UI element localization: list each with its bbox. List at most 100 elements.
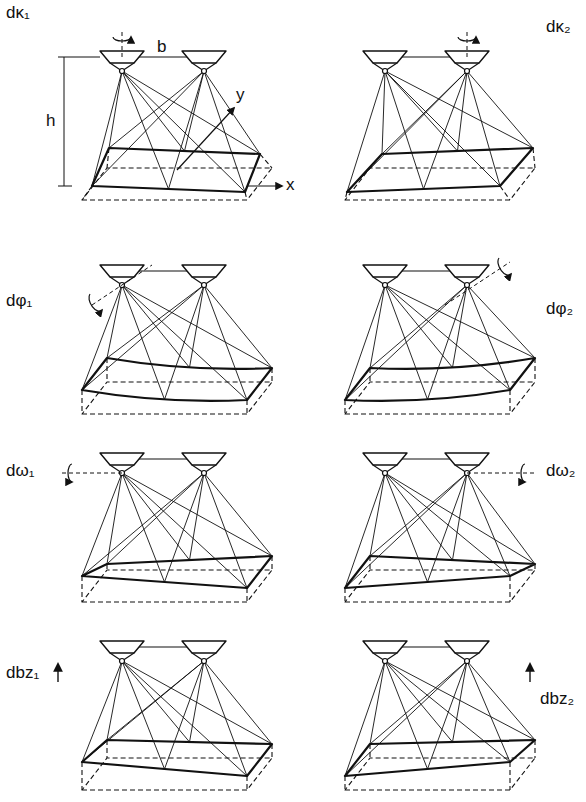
- height-label: h: [46, 112, 55, 131]
- projection-centre: [383, 283, 388, 288]
- rotation-arrow: [521, 464, 525, 482]
- dimension-line: [58, 186, 72, 187]
- projection-centre: [202, 659, 207, 664]
- deformed-model: [82, 556, 272, 588]
- ray-line: [122, 661, 165, 769]
- ray-line: [165, 661, 205, 769]
- ray-line: [370, 473, 467, 556]
- ray-line: [385, 473, 535, 564]
- ray-line: [453, 285, 468, 368]
- ray-line: [190, 285, 205, 368]
- deformed-model: [82, 740, 272, 776]
- axis-label: y: [236, 86, 245, 105]
- projection-centre: [383, 471, 388, 476]
- parameter-label: dφ₂: [546, 300, 573, 319]
- projection-centre: [465, 69, 470, 74]
- camera-symbol: [445, 265, 489, 277]
- ray-line: [345, 473, 385, 588]
- ray-line: [190, 661, 205, 742]
- camera-symbol: [100, 641, 144, 653]
- reference-model: [82, 382, 272, 414]
- rotation-arrow: [498, 258, 511, 275]
- ray-line: [385, 285, 535, 358]
- ray-line: [385, 71, 458, 151]
- ray-line: [467, 71, 500, 186]
- reference-model: [509, 762, 510, 790]
- reference-model: [245, 192, 247, 200]
- ray-line: [122, 71, 245, 192]
- projection-centre: [383, 659, 388, 664]
- ray-line: [107, 473, 204, 564]
- rotation-axis: [467, 29, 468, 57]
- ray-line: [107, 661, 122, 740]
- projection-centre: [465, 283, 470, 288]
- dimension-line: [64, 57, 65, 186]
- ray-line: [370, 661, 467, 744]
- ray-line: [165, 473, 205, 582]
- rotation-arrow: [458, 37, 476, 41]
- rotation-axis: [467, 473, 535, 474]
- reference-model: [344, 776, 345, 790]
- rotation-axis: [122, 29, 123, 57]
- ray-line: [169, 71, 205, 189]
- ray-line: [385, 71, 500, 186]
- deformed-model: [92, 148, 260, 192]
- parameter-label: dbz₁: [6, 664, 39, 683]
- camera-symbol: [445, 641, 489, 653]
- ray-line: [370, 473, 385, 556]
- dimension-line: [58, 57, 100, 58]
- camera-symbol: [182, 453, 226, 465]
- camera-symbol: [363, 265, 407, 277]
- reference-model: [260, 154, 272, 168]
- ray-line: [382, 71, 385, 154]
- reference-model: [534, 740, 535, 758]
- ray-line: [345, 661, 467, 776]
- ray-line: [345, 473, 467, 588]
- ray-line: [204, 473, 247, 588]
- shift-arrow: [529, 664, 530, 682]
- reference-model: [345, 168, 535, 200]
- ray-line: [345, 285, 467, 400]
- camera-symbol: [363, 453, 407, 465]
- axis-label: x: [286, 176, 295, 195]
- reference-model: [246, 588, 247, 602]
- ray-line: [424, 71, 468, 189]
- parameter-label: dbz₂: [540, 690, 574, 709]
- ray-line: [204, 71, 245, 192]
- ray-line: [458, 71, 468, 151]
- parameter-label: dω₁: [6, 462, 34, 481]
- ray-line: [190, 473, 205, 560]
- ray-line: [122, 71, 169, 189]
- deformed-model: [347, 148, 533, 192]
- ray-line: [467, 661, 510, 762]
- ray-line: [385, 661, 453, 742]
- ray-line: [467, 661, 535, 740]
- ray-line: [204, 71, 260, 154]
- ray-line: [345, 661, 385, 776]
- camera-symbol: [363, 51, 407, 63]
- ray-line: [204, 285, 247, 400]
- ray-line: [122, 473, 190, 560]
- ray-line: [107, 285, 122, 358]
- projection-centre: [383, 69, 388, 74]
- ray-line: [370, 285, 385, 368]
- camera-symbol: [182, 265, 226, 277]
- projection-centre: [120, 69, 125, 74]
- parameter-label: dκ₁: [6, 4, 30, 23]
- ray-line: [122, 71, 260, 154]
- ray-line: [345, 285, 385, 400]
- parameter-label: dω₂: [546, 462, 575, 481]
- projection-centre: [202, 283, 207, 288]
- ray-line: [185, 71, 205, 151]
- ray-line: [82, 661, 122, 762]
- reference-model: [246, 776, 247, 790]
- ray-line: [453, 473, 468, 560]
- camera-symbol: [363, 641, 407, 653]
- reference-model: [82, 186, 92, 200]
- ray-line: [467, 71, 533, 148]
- deformed-model: [345, 556, 535, 588]
- reference-model: [246, 400, 247, 414]
- ray-line: [109, 71, 204, 148]
